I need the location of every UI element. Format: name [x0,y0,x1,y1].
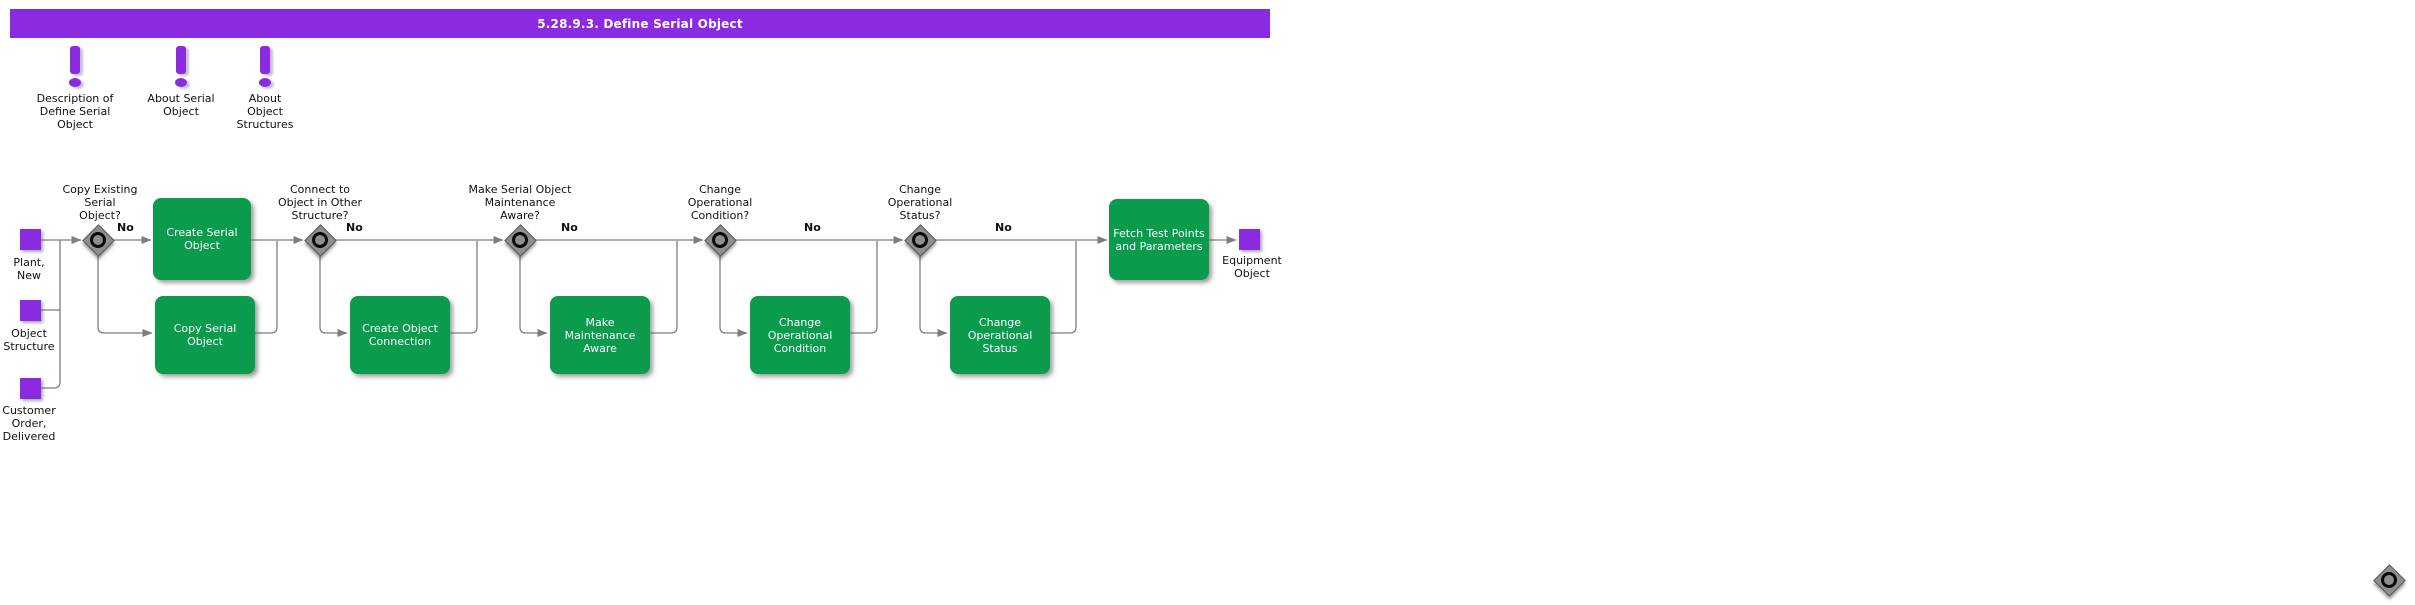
gateway-circle-icon [712,232,728,248]
decision-question: Make Serial Object Maintenance Aware? [468,183,572,222]
gateway-circle-icon [512,232,528,248]
no-branch-label: No [117,221,134,234]
exclamation-icon [70,46,80,74]
exclamation-dot-icon [69,78,81,87]
decision-copy-existing-serial-object[interactable] [82,224,115,257]
no-branch-label: No [995,221,1012,234]
task-create-object-connection[interactable]: Create Object Connection [350,296,450,374]
exclamation-dot-icon [175,78,187,87]
output-object-equipment[interactable] [1239,229,1260,250]
output-object-label: Equipment Object [1222,254,1282,280]
task-make-maintenance-aware[interactable]: Make Maintenance Aware [550,296,650,374]
doc-link-about-serial-object[interactable] [166,46,196,94]
corner-gateway-icon [2373,564,2406,597]
decision-question: Change Operational Condition? [687,183,753,222]
task-create-serial-object[interactable]: Create Serial Object [153,198,251,280]
doc-link-label[interactable]: About Object Structures [236,92,294,131]
exclamation-icon [176,46,186,74]
input-object-label: Object Structure [3,327,55,353]
exclamation-icon [260,46,270,74]
input-object-label: Plant, New [13,256,45,282]
gateway-circle-icon [312,232,328,248]
gateway-circle-icon [90,232,106,248]
no-branch-label: No [346,221,363,234]
input-object-label: Customer Order, Delivered [2,404,56,443]
decision-connect-to-object-in-other-structure[interactable] [304,224,337,257]
task-copy-serial-object[interactable]: Copy Serial Object [155,296,255,374]
no-branch-label: No [804,221,821,234]
exclamation-dot-icon [259,78,271,87]
decision-change-operational-condition[interactable] [704,224,737,257]
decision-question: Connect to Object in Other Structure? [277,183,363,222]
page-title: 5.28.9.3. Define Serial Object [10,9,1270,38]
doc-link-description-of-define-serial-object[interactable] [60,46,90,94]
no-branch-label: No [561,221,578,234]
task-change-operational-status[interactable]: Change Operational Status [950,296,1050,374]
doc-link-about-object-structures[interactable] [250,46,280,94]
input-object-customer-order-delivered[interactable] [20,378,41,399]
doc-link-label[interactable]: About Serial Object [147,92,215,118]
input-object-object-structure[interactable] [20,300,41,321]
gateway-circle-icon [2381,572,2397,588]
task-fetch-test-points-and-parameters[interactable]: Fetch Test Points and Parameters [1109,199,1209,280]
decision-change-operational-status[interactable] [904,224,937,257]
doc-link-label[interactable]: Description of Define Serial Object [36,92,114,131]
task-change-operational-condition[interactable]: Change Operational Condition [750,296,850,374]
decision-question: Change Operational Status? [887,183,953,222]
decision-make-serial-object-maintenance-aware[interactable] [504,224,537,257]
decision-question: Copy Existing Serial Object? [62,183,138,222]
input-object-plant-new[interactable] [20,229,41,250]
gateway-circle-icon [912,232,928,248]
